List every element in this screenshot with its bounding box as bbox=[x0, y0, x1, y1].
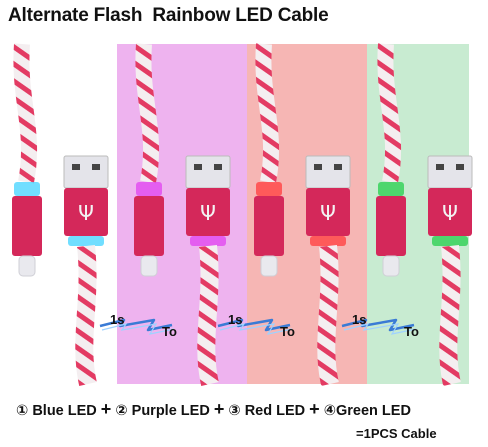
led-glow bbox=[190, 236, 226, 246]
cable-cord bbox=[13, 43, 38, 184]
transition-time-label: 1s bbox=[110, 312, 125, 327]
usb-housing bbox=[306, 188, 350, 236]
lightning-arrow-icon bbox=[219, 323, 293, 335]
lightning-housing bbox=[254, 196, 284, 256]
lightning-plug bbox=[140, 255, 158, 277]
cable-cord bbox=[135, 43, 160, 184]
cable-cord bbox=[75, 245, 97, 386]
transition-to-label: To bbox=[280, 324, 295, 339]
lightning-arrow-icon bbox=[99, 318, 173, 332]
lightning-plug bbox=[260, 255, 278, 277]
usb-plug bbox=[185, 155, 231, 189]
transition-to-label: To bbox=[162, 324, 177, 339]
cable-cord bbox=[377, 43, 402, 184]
cable-pair-red: Ψ bbox=[254, 43, 351, 386]
led-item-red: ③ Red LED bbox=[228, 403, 306, 419]
plus-sign: + bbox=[213, 399, 225, 419]
usb-slot bbox=[214, 164, 222, 170]
usb-slot bbox=[436, 164, 444, 170]
transition-time-label: 1s bbox=[228, 312, 243, 327]
lightning-housing bbox=[134, 196, 164, 256]
led-glow bbox=[256, 182, 282, 196]
usb-slot bbox=[72, 164, 80, 170]
led-sequence-line: ① Blue LED + ② Purple LED + ③ Red LED + … bbox=[16, 398, 476, 420]
led-glow bbox=[68, 236, 104, 246]
led-item-green: ④Green LED bbox=[323, 403, 411, 419]
usb-icon: Ψ bbox=[78, 201, 94, 225]
cable-cord bbox=[255, 43, 280, 184]
cable-pair-green: Ψ bbox=[376, 43, 473, 386]
usb-slot bbox=[92, 164, 100, 170]
quantity-note: =1PCS Cable bbox=[356, 426, 437, 441]
led-item-purple: ② Purple LED bbox=[115, 403, 210, 419]
usb-housing bbox=[428, 188, 472, 236]
usb-plug bbox=[305, 155, 351, 189]
usb-slot bbox=[456, 164, 464, 170]
lightning-housing bbox=[12, 196, 42, 256]
usb-slot bbox=[194, 164, 202, 170]
led-glow bbox=[378, 182, 404, 196]
lightning-plug bbox=[382, 255, 400, 277]
usb-plug bbox=[427, 155, 473, 189]
transition-time-label: 1s bbox=[352, 312, 367, 327]
led-glow bbox=[310, 236, 346, 246]
usb-slot bbox=[334, 164, 342, 170]
plus-sign: + bbox=[100, 399, 112, 419]
led-glow bbox=[14, 182, 40, 196]
lightning-arrow-icon bbox=[341, 318, 415, 332]
lightning-arrow-icon bbox=[101, 323, 175, 335]
usb-plug bbox=[63, 155, 109, 189]
page-title: Alternate Flash Rainbow LED Cable bbox=[8, 5, 329, 26]
lightning-plug bbox=[18, 255, 36, 277]
lightning-arrow-icon bbox=[217, 318, 291, 332]
usb-icon: Ψ bbox=[320, 201, 336, 225]
cable-cord bbox=[439, 245, 461, 386]
usb-housing bbox=[186, 188, 230, 236]
usb-icon: Ψ bbox=[442, 201, 458, 225]
cable-cord bbox=[317, 245, 339, 386]
transition-to-label: To bbox=[404, 324, 419, 339]
cable-cord bbox=[197, 245, 219, 386]
led-glow bbox=[136, 182, 162, 196]
lightning-housing bbox=[376, 196, 406, 256]
usb-icon: Ψ bbox=[200, 201, 216, 225]
cable-pair-purple: Ψ bbox=[134, 43, 231, 386]
led-item-blue: ① Blue LED bbox=[16, 403, 97, 419]
lightning-arrow-icon bbox=[343, 323, 417, 335]
led-glow bbox=[432, 236, 468, 246]
cable-pair-blue: Ψ bbox=[12, 43, 109, 386]
usb-slot bbox=[314, 164, 322, 170]
plus-sign: + bbox=[309, 399, 320, 419]
usb-housing bbox=[64, 188, 108, 236]
